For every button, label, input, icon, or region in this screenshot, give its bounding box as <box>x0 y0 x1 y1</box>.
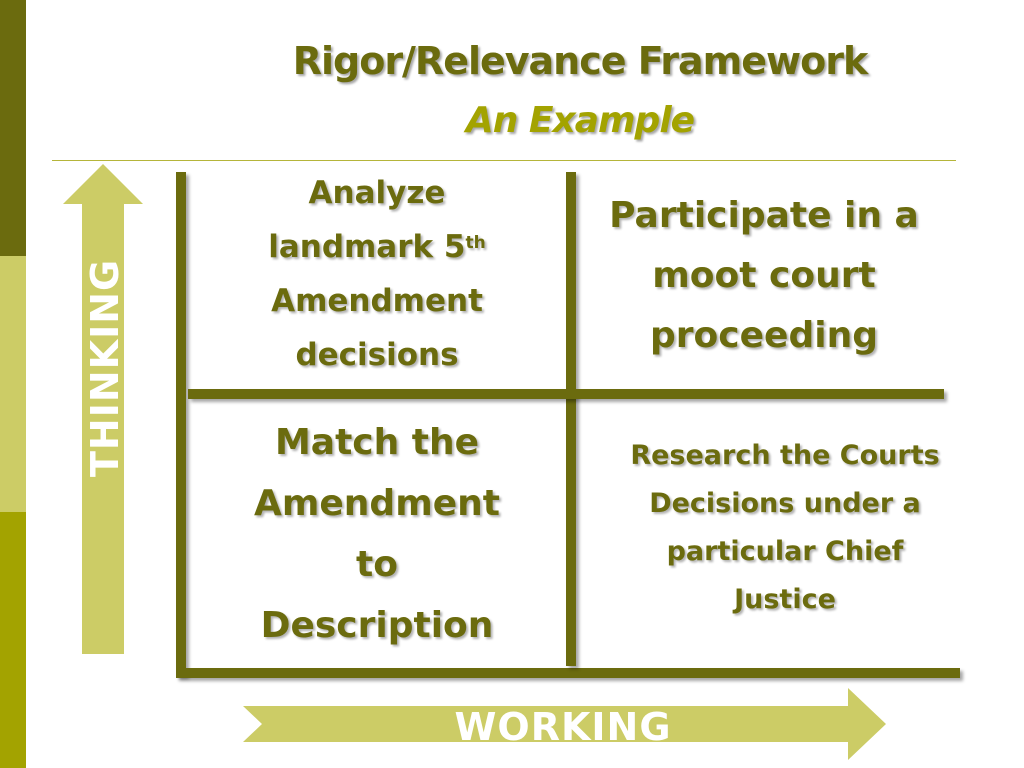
quadrant-top-right: Participate in a moot court proceeding <box>582 186 946 366</box>
quadrant-text-line: Justice <box>734 584 836 615</box>
quadrant-text-line: landmark 5th <box>268 229 486 265</box>
quadrant-text-line: proceeding <box>650 315 878 356</box>
grid-left-border <box>176 172 186 676</box>
quadrant-text-line: to <box>356 544 398 585</box>
sidebar-color-bar <box>0 0 26 768</box>
quadrant-top-left: Analyze landmark 5th Amendment decisions <box>192 166 562 382</box>
quadrant-text-line: Description <box>260 605 494 646</box>
quadrant-text-line: Match the <box>274 422 480 463</box>
title-divider <box>52 160 956 161</box>
thinking-axis-label: THINKING <box>83 258 127 477</box>
grid-horizontal-divider <box>188 389 944 399</box>
quadrant-text-line: Analyze <box>308 175 446 211</box>
working-axis-label: WORKING <box>454 705 672 749</box>
quadrant-bottom-left: Match the Amendment to Description <box>192 412 562 656</box>
quadrant-text-line: particular Chief <box>666 536 904 567</box>
quadrant-bottom-right: Research the Courts Decisions under a pa… <box>600 432 970 624</box>
quadrant-text-line: Amendment <box>254 483 500 524</box>
quadrant-text-line: decisions <box>295 337 459 373</box>
quadrant-text-line: Amendment <box>271 283 483 319</box>
sidebar-segment-light <box>0 256 26 512</box>
grid-bottom-border <box>176 668 960 678</box>
working-arrow <box>243 688 886 760</box>
superscript: th <box>465 233 486 253</box>
quadrant-text-line: Participate in a <box>609 195 919 236</box>
sidebar-segment-olive <box>0 512 26 768</box>
slide-title: Rigor/Relevance Framework <box>292 39 869 83</box>
quadrant-text-line: moot court <box>652 255 876 296</box>
sidebar-segment-dark <box>0 0 26 256</box>
thinking-arrow <box>63 164 143 654</box>
grid-vertical-divider <box>566 172 576 666</box>
slide-subtitle: An Example <box>465 100 695 141</box>
quadrant-text-line: Decisions under a <box>649 488 921 519</box>
quadrant-text-line: Research the Courts <box>630 440 940 471</box>
